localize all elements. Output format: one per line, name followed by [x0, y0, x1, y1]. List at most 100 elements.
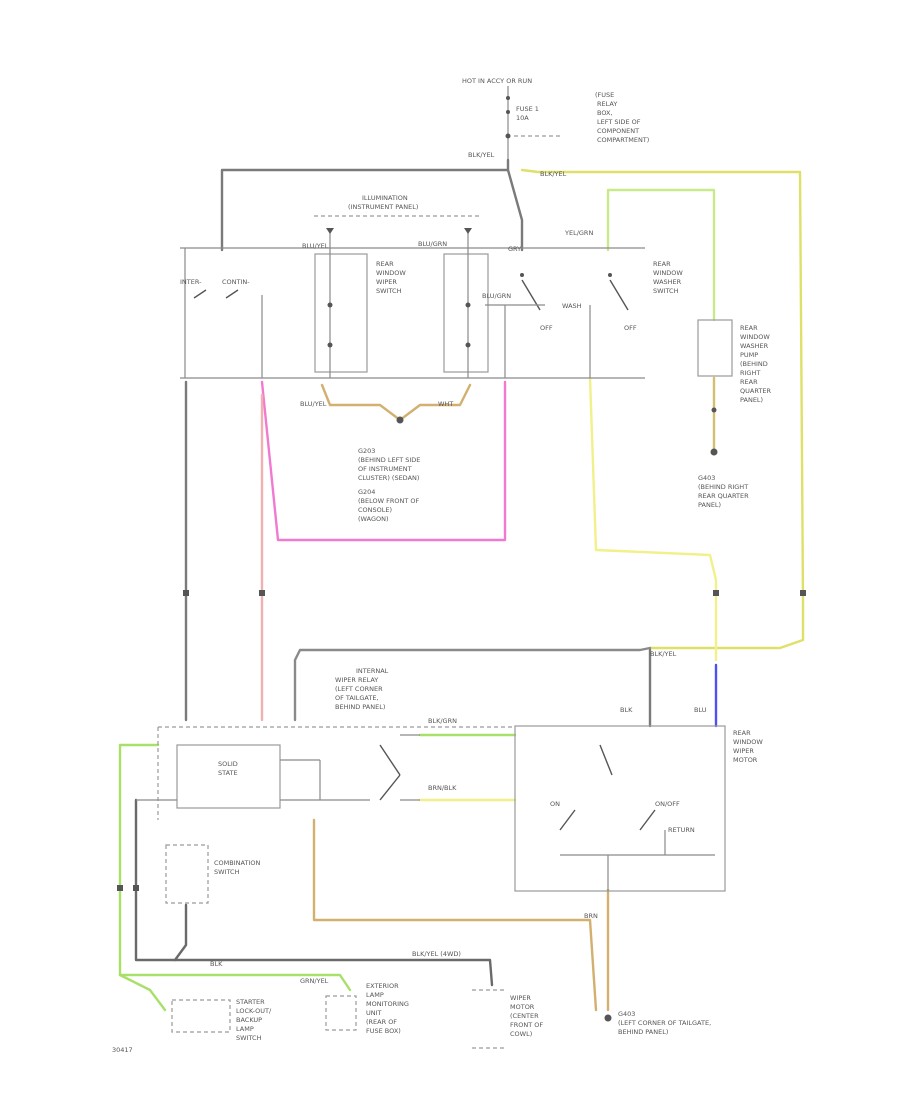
wire-blk-yel-right [520, 168, 805, 650]
label-motor-4: MOTOR [733, 756, 758, 764]
label-rwwash-2: WINDOW [653, 269, 683, 277]
wire-label-blu-yel: BLU/YEL [302, 242, 329, 250]
label-relay-4: OF TAILGATE, [335, 694, 379, 702]
label-combo-2: SWITCH [214, 868, 240, 876]
label-g-mid-7: CONSOLE) [358, 506, 392, 514]
label-wm-1: WIPER [510, 994, 531, 1002]
label-off-2: OFF [624, 324, 637, 332]
label-motor-1: REAR [733, 729, 751, 737]
label-relay-3: (LEFT CORNER [335, 685, 383, 693]
label-g-mid-6: (BELOW FRONT OF [358, 497, 419, 505]
label-illumination-2: (INSTRUMENT PANEL) [348, 203, 418, 211]
label-relay-2: WIPER RELAY [335, 676, 378, 684]
label-starter-2: LOCK-OUT/ [236, 1007, 272, 1015]
label-starter-4: LAMP [236, 1025, 254, 1033]
label-fuse-box-6: COMPARTMENT) [597, 136, 649, 144]
label-rwwash-1: REAR [653, 260, 671, 268]
label-relay-1: INTERNAL [356, 667, 389, 675]
label-pump-3: WASHER [740, 342, 769, 350]
label-fuse-box-4: LEFT SIDE OF [597, 118, 641, 126]
label-motor-3: WIPER [733, 747, 754, 755]
wire-label-blk-bottom: BLK [210, 960, 223, 968]
label-solid-1: SOLID [218, 760, 238, 768]
label-fuse-box-2: RELAY [597, 100, 617, 108]
wire-label-blu-grn-2: BLU/GRN [482, 292, 511, 300]
wire-label-yel-grn: YEL/GRN [564, 229, 593, 237]
label-pump-9: PANEL) [740, 396, 763, 404]
label-rwws-3: WIPER [376, 278, 397, 286]
label-pump-6: RIGHT [740, 369, 760, 377]
label-solid-2: STATE [218, 769, 238, 777]
label-g-mid-2: (BEHIND LEFT SIDE [358, 456, 420, 464]
label-int: INTER- [180, 278, 202, 286]
wire-label-blk-yel-top: BLK/YEL [468, 151, 495, 159]
wire-blk-combo [173, 903, 188, 962]
label-g-mid-3: OF INSTRUMENT [358, 465, 412, 473]
label-illumination-1: ILLUMINATION [362, 194, 408, 202]
label-g-bottom-1: G403 [618, 1010, 635, 1018]
label-pump-5: (BEHIND [740, 360, 768, 368]
label-hot-header: HOT IN ACCY OR RUN [462, 77, 532, 85]
label-rwws-1: REAR [376, 260, 394, 268]
connector-markers [117, 590, 806, 891]
label-pump-8: QUARTER [740, 387, 771, 395]
label-starter-1: STARTER [236, 998, 265, 1006]
label-fuse-box-1: (FUSE [595, 91, 614, 99]
label-rwws-2: WINDOW [376, 269, 406, 277]
label-ext-4: UNIT [366, 1009, 382, 1017]
label-motor-2: WINDOW [733, 738, 763, 746]
label-pump-7: REAR [740, 378, 758, 386]
wire-label-blk: BLK [620, 706, 633, 714]
wire-label-grn-yel: GRN/YEL [300, 977, 329, 985]
label-pump-2: WINDOW [740, 333, 770, 341]
label-starter-3: BACKUP [236, 1016, 262, 1024]
wire-label-wht: WHT [438, 400, 453, 408]
starter-switch-box [171, 999, 231, 1033]
relay-block [136, 726, 515, 820]
label-on: ON [550, 800, 560, 808]
label-rwwash-3: WASHER [653, 278, 682, 286]
combination-switch-box [165, 844, 209, 904]
wire-blk-yel-switch [506, 168, 524, 252]
label-wm-5: COWL) [510, 1030, 532, 1038]
label-return: RETURN [668, 826, 695, 834]
label-starter-5: SWITCH [236, 1034, 262, 1042]
label-ext-6: FUSE BOX) [366, 1027, 401, 1035]
label-ext-2: LAMP [366, 991, 384, 999]
wiper-motor-box [514, 725, 726, 892]
label-wash: WASH [562, 302, 582, 310]
label-g-right-3: REAR QUARTER [698, 492, 749, 500]
label-wm-4: FRONT OF [510, 1021, 543, 1029]
label-g-right-1: G403 [698, 474, 715, 482]
label-off-1: OFF [540, 324, 553, 332]
label-g-mid-8: (WAGON) [358, 515, 389, 523]
label-ext-5: (REAR OF [366, 1018, 397, 1026]
label-fuse-box-5: COMPONENT [597, 127, 639, 135]
wire-blk-yel-top [220, 158, 510, 252]
wire-blk-yel-right-grey [293, 646, 652, 722]
label-g-mid-1: G203 [358, 447, 375, 455]
wire-label-blk-grn: BLK/GRN [428, 717, 457, 725]
wire-label-blu-grn: BLU/GRN [418, 240, 447, 248]
label-ext-1: EXTERIOR [366, 982, 399, 990]
label-g-right-4: PANEL) [698, 501, 721, 509]
wire-label-blu: BLU [694, 706, 707, 714]
label-combo-1: COMBINATION [214, 859, 260, 867]
label-ext-3: MONITORING [366, 1000, 409, 1008]
wire-label-brn: BRN [584, 912, 598, 920]
label-g-right-2: (BEHIND RIGHT [698, 483, 748, 491]
wire-yel-grn-motor [588, 376, 718, 662]
wire-tan-relay-ground [312, 818, 598, 1012]
label-g-bottom-3: BEHIND PANEL) [618, 1028, 668, 1036]
label-g-mid-4: CLUSTER) (SEDAN) [358, 474, 419, 482]
fuse-source [505, 86, 560, 160]
label-pump-4: PUMP [740, 351, 758, 359]
label-fuse-num: FUSE 1 [516, 105, 539, 113]
label-relay-5: BEHIND PANEL) [335, 703, 385, 711]
wire-pink-loop [260, 380, 507, 542]
label-wm-3: (CENTER [510, 1012, 539, 1020]
label-g-bottom-2: (LEFT CORNER OF TAILGATE, [618, 1019, 711, 1027]
wire-label-gry: GRY [508, 245, 521, 253]
label-fuse-box-3: BOX, [597, 109, 613, 117]
